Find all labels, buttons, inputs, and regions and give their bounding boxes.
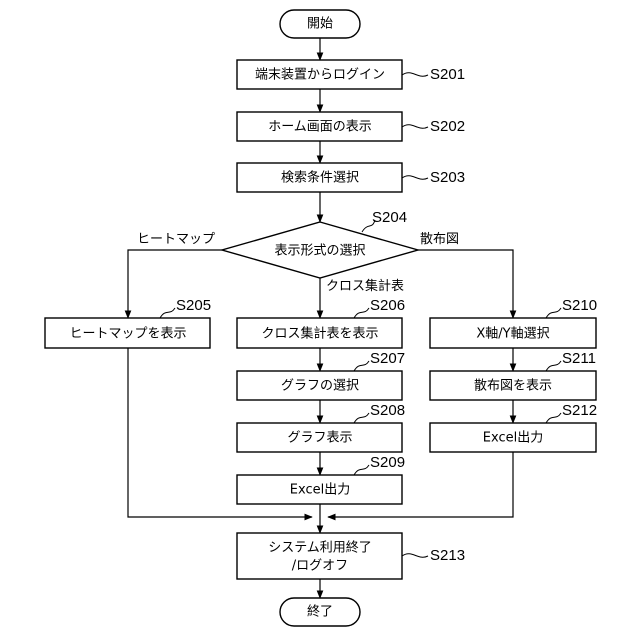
branch-label-heatmap: ヒートマップ: [137, 232, 215, 247]
step-s210-leader: [546, 308, 561, 318]
step-s206: クロス集計表を表示 S206: [237, 297, 405, 348]
step-s209: Excel出力 S209: [237, 454, 405, 504]
step-s212-label: Excel出力: [483, 431, 543, 446]
step-s207-id: S207: [370, 350, 405, 367]
step-s209-label: Excel出力: [290, 483, 350, 498]
step-s212-id: S212: [562, 402, 597, 419]
step-s202-label: ホーム画面の表示: [268, 120, 372, 135]
decision-s204-id: S204: [372, 209, 407, 226]
step-s209-id: S209: [370, 454, 405, 471]
step-s203-leader: [402, 176, 428, 180]
step-s207-label: グラフの選択: [281, 379, 359, 394]
edge-s204-s210: [418, 250, 513, 318]
step-s202: ホーム画面の表示 S202: [237, 112, 465, 141]
step-s213-label-line2: /ログオフ: [292, 559, 348, 574]
step-s213: システム利用終了 /ログオフ S213: [237, 533, 465, 579]
step-s208-id: S208: [370, 402, 405, 419]
start-terminal: 開始: [280, 10, 360, 38]
step-s202-leader: [402, 125, 428, 129]
step-s211-id: S211: [562, 350, 596, 367]
decision-s204-label: 表示形式の選択: [274, 244, 365, 259]
step-s206-id: S206: [370, 297, 405, 314]
step-s201-label: 端末装置からログイン: [255, 68, 385, 83]
step-s206-label: クロス集計表を表示: [261, 326, 378, 342]
branch-label-crosstab: クロス集計表: [326, 278, 404, 294]
step-s206-leader: [354, 308, 369, 318]
step-s210-id: S210: [562, 297, 597, 314]
step-s213-leader: [402, 554, 428, 558]
end-label: 終了: [307, 604, 333, 620]
step-s207: グラフの選択 S207: [237, 350, 405, 400]
end-terminal: 終了: [280, 598, 360, 626]
step-s207-leader: [354, 361, 369, 371]
step-s203-id: S203: [430, 169, 465, 186]
step-s208-leader: [354, 413, 369, 423]
step-s208: グラフ表示 S208: [237, 402, 405, 452]
step-s201-leader: [402, 73, 428, 77]
step-s202-id: S202: [430, 118, 465, 135]
step-s212-leader: [546, 413, 561, 423]
step-s203-label: 検索条件選択: [281, 170, 359, 186]
branch-label-scatter: 散布図: [420, 232, 459, 247]
step-s205-leader: [160, 308, 175, 318]
step-s205-label: ヒートマップを表示: [69, 327, 186, 342]
step-s210-label: X軸/Y軸選択: [476, 327, 549, 342]
step-s209-leader: [354, 465, 369, 475]
step-s213-id: S213: [430, 547, 465, 564]
step-s208-label: グラフ表示: [287, 431, 352, 446]
start-label: 開始: [307, 17, 333, 32]
step-s203: 検索条件選択 S203: [237, 163, 465, 192]
step-s201-id: S201: [430, 66, 465, 83]
step-s211-label: 散布図を表示: [474, 379, 552, 394]
step-s201: 端末装置からログイン S201: [237, 60, 465, 89]
step-s211-leader: [546, 361, 561, 371]
step-s213-label-line1: システム利用終了: [268, 540, 372, 556]
step-s205-id: S205: [176, 297, 211, 314]
